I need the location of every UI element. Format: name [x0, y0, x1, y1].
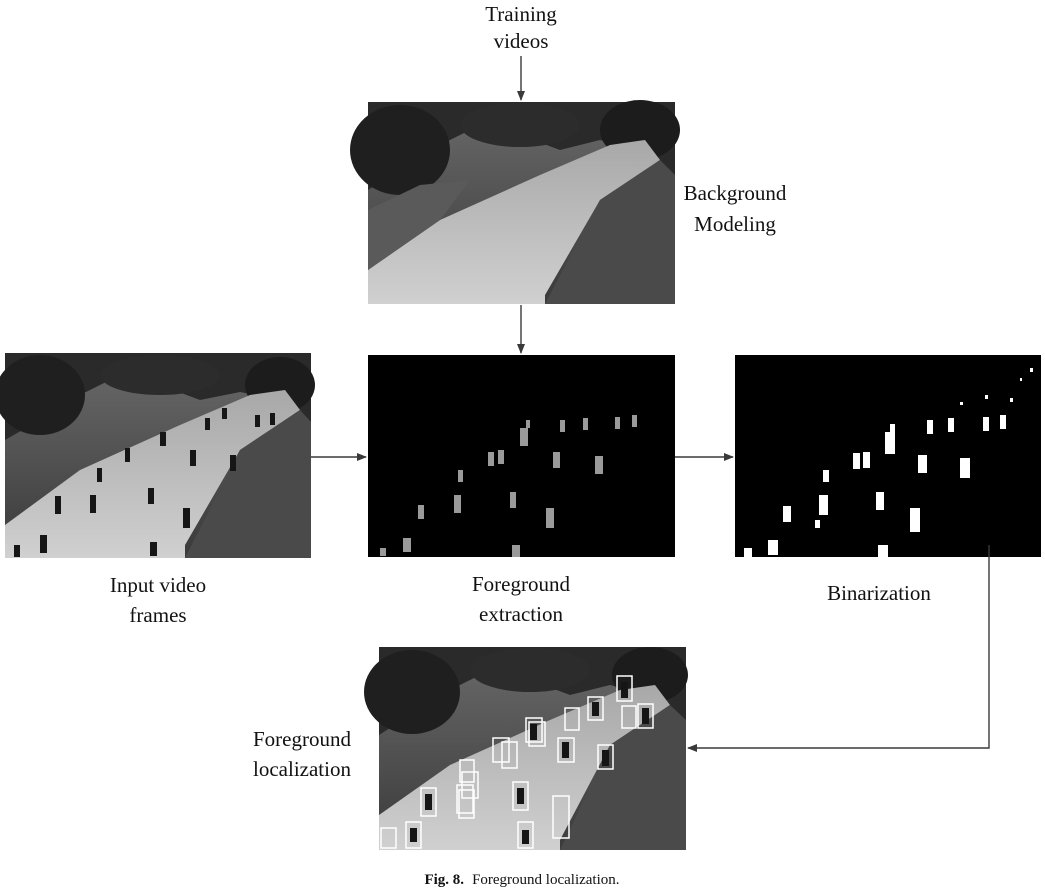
foreground-localization-label-line2: localization: [253, 757, 351, 781]
background-modeling-label-line1: Background: [684, 181, 787, 205]
foreground-extraction-image: [368, 355, 675, 557]
arrow-binarization-to-localization: [687, 545, 990, 752]
training-videos-label-line2: videos: [494, 29, 549, 53]
foreground-extraction-label-line1: Foreground: [472, 572, 570, 596]
figure-number: Fig. 8.: [424, 872, 464, 888]
foreground-extraction-label-line2: extraction: [479, 602, 563, 626]
input-video-frames-label-line1: Input video: [110, 573, 206, 597]
binarization-label: Binarization: [827, 581, 931, 605]
foreground-localization-image: [364, 647, 688, 850]
input-video-frames-label-line2: frames: [129, 603, 186, 627]
background-model-image: [350, 100, 680, 304]
binarization-image: [735, 355, 1041, 557]
input-video-frame-image: [0, 353, 315, 558]
figure-caption: Fig. 8. Foreground localization.: [424, 872, 619, 888]
training-videos-label-line1: Training: [485, 2, 557, 26]
foreground-localization-label-line1: Foreground: [253, 727, 351, 751]
background-modeling-label-line2: Modeling: [694, 212, 776, 236]
figure-caption-text: Foreground localization.: [472, 872, 619, 888]
